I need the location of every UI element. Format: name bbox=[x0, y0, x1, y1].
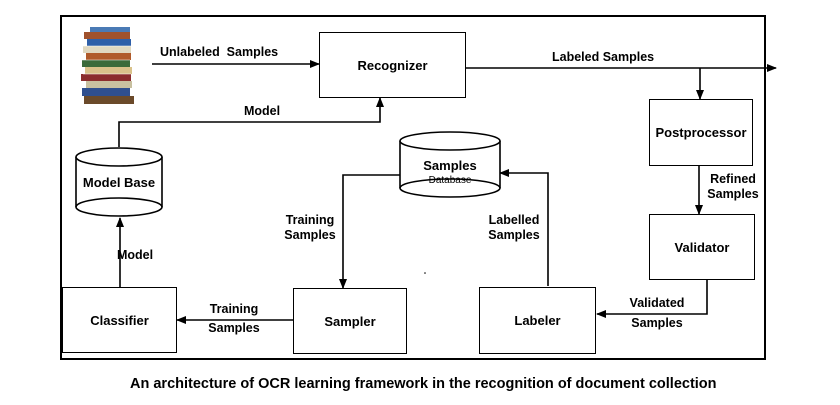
edge-label-unlabeled-samples: Unlabeled Samples bbox=[160, 45, 279, 59]
labeler-box: Labeler bbox=[479, 287, 596, 354]
stack-of-books-icon bbox=[81, 27, 134, 104]
refined-line-2: Samples bbox=[707, 187, 759, 201]
edge-label-training-samples-db: Training Samples bbox=[278, 213, 342, 243]
model-base-cylinder bbox=[75, 147, 163, 217]
recognizer-label: Recognizer bbox=[357, 57, 428, 73]
edge-label-training-samples-classifier: Training Samples bbox=[198, 302, 270, 336]
edge-label-labeled-samples: Labeled Samples bbox=[552, 50, 655, 64]
refined-line-1: Refined bbox=[710, 172, 756, 186]
sampler-label: Sampler bbox=[324, 313, 376, 329]
recognizer-box: Recognizer bbox=[319, 32, 466, 98]
edge-label-refined-samples: Refined Samples bbox=[701, 172, 765, 202]
training-a-line-2: Samples bbox=[284, 228, 336, 242]
sampler-box: Sampler bbox=[293, 288, 407, 354]
diagram-frame bbox=[60, 15, 766, 360]
model-base-label: Model Base bbox=[82, 175, 156, 190]
training-a-line-1: Training bbox=[285, 213, 335, 227]
validator-box: Validator bbox=[649, 214, 755, 280]
figure-caption: An architecture of OCR learning framewor… bbox=[130, 376, 717, 392]
classifier-label: Classifier bbox=[90, 312, 149, 328]
validated-line-1: Validated bbox=[629, 296, 685, 310]
edge-label-model-left: Model bbox=[117, 248, 154, 262]
labelled-line-2: Samples bbox=[488, 228, 540, 242]
postprocessor-box: Postprocessor bbox=[649, 99, 753, 166]
postprocessor-label: Postprocessor bbox=[655, 125, 747, 140]
samples-database-title: Samples bbox=[423, 158, 477, 173]
edge-label-labelled-samples: Labelled Samples bbox=[480, 213, 548, 243]
samples-database-cylinder bbox=[399, 131, 501, 198]
labelled-line-1: Labelled bbox=[488, 213, 540, 227]
validated-line-2: Samples bbox=[631, 316, 683, 330]
labeler-label: Labeler bbox=[514, 313, 561, 328]
classifier-box: Classifier bbox=[62, 287, 177, 353]
edge-label-model-top: Model bbox=[244, 104, 281, 118]
edge-label-validated-samples: Validated Samples bbox=[622, 296, 692, 331]
validator-label: Validator bbox=[674, 239, 730, 255]
samples-database-subtitle: Database bbox=[428, 175, 472, 186]
training-b-line-1: Training bbox=[209, 302, 259, 316]
training-b-line-2: Samples bbox=[208, 321, 260, 335]
